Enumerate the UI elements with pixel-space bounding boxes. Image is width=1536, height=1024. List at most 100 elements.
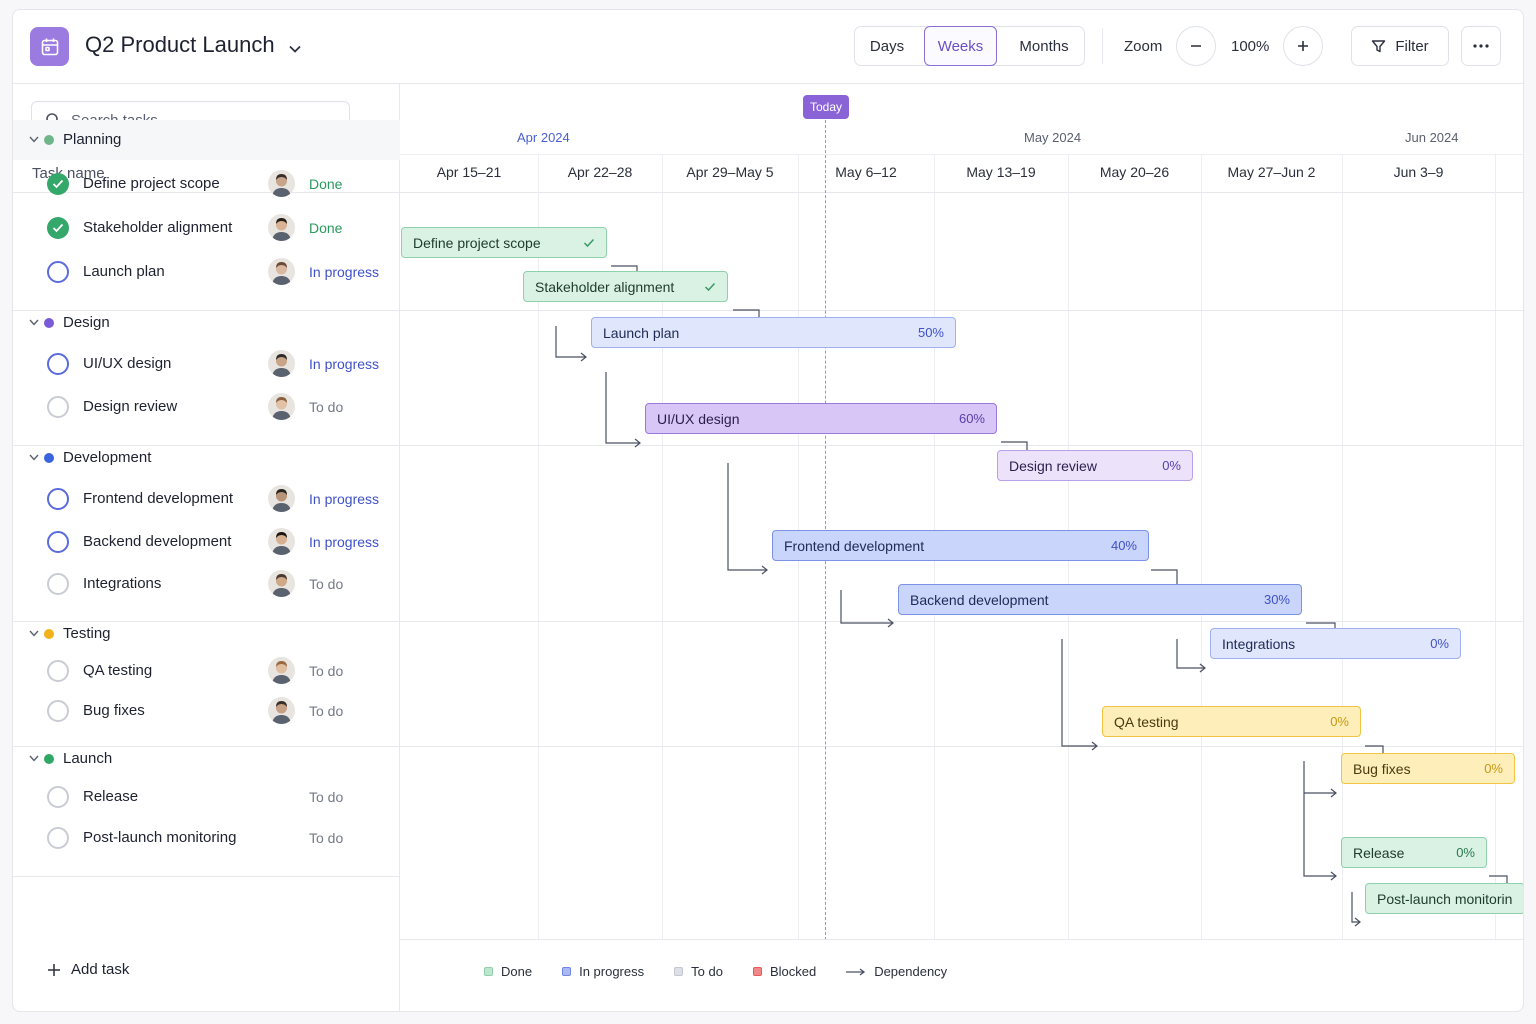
task-status-toggle[interactable] bbox=[47, 660, 69, 682]
arrow-head bbox=[761, 565, 768, 575]
filter-button[interactable]: Filter bbox=[1351, 26, 1449, 66]
group-row-launch[interactable]: Launch bbox=[13, 739, 400, 779]
task-name[interactable]: Frontend development bbox=[83, 490, 234, 507]
task-status-toggle[interactable] bbox=[47, 173, 69, 195]
avatar[interactable] bbox=[268, 214, 295, 241]
bar-progress: 0% bbox=[1162, 458, 1181, 473]
task-status-toggle[interactable] bbox=[47, 396, 69, 418]
group-row-design[interactable]: Design bbox=[13, 303, 400, 343]
task-status-toggle[interactable] bbox=[47, 531, 69, 553]
gantt-bar[interactable]: Define project scope bbox=[401, 227, 607, 258]
bar-progress: 0% bbox=[1456, 845, 1475, 860]
group-row-planning[interactable]: Planning bbox=[13, 120, 400, 160]
gantt-app: Q2 Product Launch Days Weeks Months Zoom… bbox=[12, 9, 1524, 1012]
chevron-down-icon[interactable] bbox=[29, 319, 39, 326]
group-name: Launch bbox=[63, 750, 113, 767]
task-name[interactable]: Backend development bbox=[83, 533, 232, 550]
task-status-toggle[interactable] bbox=[47, 786, 69, 808]
task-name[interactable]: Integrations bbox=[83, 575, 162, 592]
zoom-label: Zoom bbox=[1124, 38, 1163, 55]
task-row[interactable]: Backend development In progress bbox=[13, 522, 400, 562]
chevron-down-icon[interactable] bbox=[29, 136, 39, 143]
more-options-button[interactable] bbox=[1461, 26, 1501, 66]
top-bar: Q2 Product Launch Days Weeks Months Zoom… bbox=[13, 10, 1523, 84]
task-name[interactable]: Launch plan bbox=[83, 263, 165, 280]
task-name[interactable]: Post-launch monitoring bbox=[83, 829, 237, 846]
view-switcher: Days Weeks Months bbox=[854, 26, 1085, 66]
avatar[interactable] bbox=[268, 485, 295, 512]
task-status-toggle[interactable] bbox=[47, 488, 69, 510]
dependency-arrow bbox=[1303, 793, 1336, 877]
zoom-in-button[interactable] bbox=[1283, 26, 1323, 66]
week-column-label: May 13–19 bbox=[966, 164, 1036, 180]
chevron-down-icon[interactable] bbox=[29, 630, 39, 637]
task-name[interactable]: Design review bbox=[83, 398, 178, 415]
task-status-toggle[interactable] bbox=[47, 700, 69, 722]
month-label: May 2024 bbox=[1024, 130, 1082, 145]
gantt-bar[interactable]: Post-launch monitoring bbox=[1365, 883, 1523, 914]
calendar-icon[interactable] bbox=[30, 27, 69, 66]
view-weeks-button[interactable]: Weeks bbox=[924, 26, 997, 66]
grid-line bbox=[1201, 154, 1202, 939]
avatar[interactable] bbox=[268, 657, 295, 684]
task-name[interactable]: Define project scope bbox=[83, 175, 220, 192]
chevron-down-icon[interactable] bbox=[29, 454, 39, 461]
avatar[interactable] bbox=[268, 170, 295, 197]
task-name[interactable]: UI/UX design bbox=[83, 355, 172, 372]
project-title[interactable]: Q2 Product Launch bbox=[85, 32, 275, 57]
view-days-button[interactable]: Days bbox=[869, 37, 905, 55]
avatar[interactable] bbox=[268, 350, 295, 377]
avatar[interactable] bbox=[268, 258, 295, 285]
task-status-toggle[interactable] bbox=[47, 261, 69, 283]
avatar[interactable] bbox=[268, 570, 295, 597]
avatar[interactable] bbox=[268, 528, 295, 555]
dependency-arrow bbox=[1351, 892, 1360, 923]
task-status-toggle[interactable] bbox=[47, 217, 69, 239]
task-status-toggle[interactable] bbox=[47, 353, 69, 375]
avatar[interactable] bbox=[268, 697, 295, 724]
group-row-testing[interactable]: Testing bbox=[13, 614, 400, 654]
task-name[interactable]: Stakeholder alignment bbox=[83, 219, 233, 236]
chevron-down-icon[interactable] bbox=[289, 40, 301, 58]
grid-line bbox=[538, 154, 539, 939]
task-status-toggle[interactable] bbox=[47, 827, 69, 849]
week-column-label: Jun 3–9 bbox=[1393, 164, 1444, 180]
chevron-down-icon[interactable] bbox=[29, 755, 39, 762]
arrow-head bbox=[1091, 741, 1098, 751]
task-row[interactable]: Launch plan In progress bbox=[13, 252, 400, 292]
status-label: In progress bbox=[309, 534, 380, 550]
zoom-out-button[interactable] bbox=[1176, 26, 1216, 66]
grid-line bbox=[662, 154, 663, 939]
task-status-toggle[interactable] bbox=[47, 573, 69, 595]
task-name[interactable]: Bug fixes bbox=[83, 702, 145, 719]
group-row-development[interactable]: Development bbox=[13, 438, 400, 478]
gantt-bar[interactable]: Stakeholder alignment bbox=[523, 271, 728, 302]
avatar[interactable] bbox=[268, 393, 295, 420]
add-task-button[interactable]: Add task bbox=[47, 961, 129, 978]
task-name[interactable]: Release bbox=[83, 788, 139, 805]
task-name[interactable]: QA testing bbox=[83, 662, 153, 679]
legend-item-done: Done bbox=[484, 964, 532, 979]
view-months-button[interactable]: Months bbox=[1019, 37, 1069, 55]
status-label: In progress bbox=[309, 264, 380, 280]
